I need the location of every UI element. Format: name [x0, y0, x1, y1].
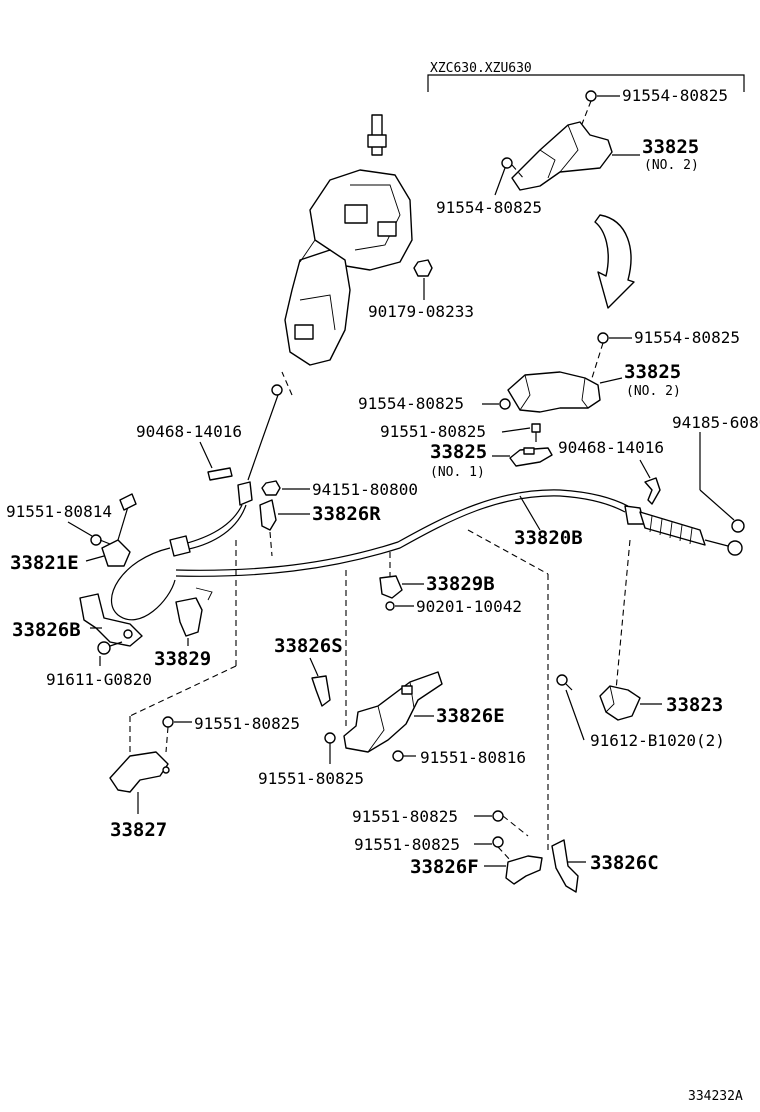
label-33826R: 33826R — [312, 503, 381, 525]
bolt-91551-f1 — [492, 810, 529, 837]
label-33825-no1-sub: (NO. 1) — [430, 465, 485, 480]
direction-arrow — [594, 214, 635, 309]
label-90468-right: 90468-14016 — [558, 438, 664, 457]
label-91554-mid-right: 91554-80825 — [634, 328, 740, 347]
bracket-33826r — [259, 499, 277, 531]
label-33829B: 33829B — [426, 573, 495, 595]
label-91612: 91612-B1020(2) — [590, 731, 725, 750]
label-91551-mid: 91551-80825 — [380, 422, 486, 441]
bracket-33825-no2-lower — [499, 332, 609, 413]
label-94185: 94185-60800 — [672, 413, 760, 432]
bracket-33825-no1 — [509, 447, 553, 467]
bracket-33825-no2-upper — [501, 90, 613, 191]
label-33825-no2-upper: 33825 — [642, 136, 699, 158]
nut-90179 — [413, 259, 433, 277]
bolt-91611 — [97, 641, 123, 655]
label-33826B: 33826B — [12, 619, 81, 641]
nut-94151 — [261, 480, 281, 496]
label-33823: 33823 — [666, 694, 723, 716]
label-33825-no1: 33825 — [430, 441, 487, 463]
label-33826C: 33826C — [590, 852, 659, 874]
bracket-33823 — [599, 685, 641, 721]
label-91551-lower: 91551-80825 — [258, 769, 364, 788]
bracket-33826f — [505, 855, 543, 885]
label-33826E: 33826E — [436, 705, 505, 727]
label-91554-top-left: 91554-80825 — [436, 198, 542, 217]
bolt-91551-mid — [531, 423, 541, 442]
clip-90468-right — [644, 477, 661, 505]
figure-id: 334232A — [688, 1089, 743, 1104]
lever-33821e — [101, 493, 137, 567]
nut-94185 — [731, 519, 745, 533]
label-90179: 90179-08233 — [368, 302, 474, 321]
label-91551-f2: 91551-80825 — [354, 835, 460, 854]
variant-bracket: XZC630.XZU630 — [427, 61, 745, 92]
bracket-33826c — [551, 839, 579, 893]
bracket-33826b — [79, 593, 143, 647]
label-33821E: 33821E — [10, 552, 79, 574]
bracket-33829 — [175, 587, 213, 637]
label-90468-left: 90468-14016 — [136, 422, 242, 441]
clip-90468-left — [207, 467, 233, 481]
bolt-91551-lower — [324, 732, 336, 764]
label-33827: 33827 — [110, 819, 167, 841]
label-33825-no2-lower: 33825 — [624, 361, 681, 383]
label-33820B: 33820B — [514, 527, 583, 549]
shift-lever-assembly — [284, 114, 413, 366]
bracket-33826s — [311, 675, 331, 707]
bolt-91551-80816 — [392, 750, 416, 762]
label-91554-top-right: 91554-80825 — [622, 86, 728, 105]
label-91551-left: 91551-80825 — [194, 714, 300, 733]
bracket-33826e — [343, 671, 443, 753]
bolt-91551-left — [162, 716, 174, 753]
label-33826S: 33826S — [274, 635, 343, 657]
bolt-91612 — [556, 674, 573, 691]
label-91551-f1: 91551-80825 — [352, 807, 458, 826]
label-91611: 91611-G0820 — [46, 670, 152, 689]
label-91551-80816: 91551-80816 — [420, 748, 526, 767]
label-91554-mid-left: 91554-80825 — [358, 394, 464, 413]
label-33825-no2-upper-sub: (NO. 2) — [644, 158, 699, 173]
label-33829: 33829 — [154, 648, 211, 670]
bracket-33827 — [109, 751, 170, 793]
label-91551-80814: 91551-80814 — [6, 502, 112, 521]
clamp-33829b — [379, 575, 403, 611]
bolt-91551-80814 — [90, 534, 111, 546]
bolt-91551-f2 — [492, 836, 513, 863]
label-33825-no2-lower-sub: (NO. 2) — [626, 384, 681, 399]
variant-label: XZC630.XZU630 — [430, 61, 532, 76]
label-33826F: 33826F — [410, 856, 479, 878]
label-90201: 90201-10042 — [416, 597, 522, 616]
label-94151: 94151-80800 — [312, 480, 418, 499]
cable-33820b — [110, 384, 743, 621]
